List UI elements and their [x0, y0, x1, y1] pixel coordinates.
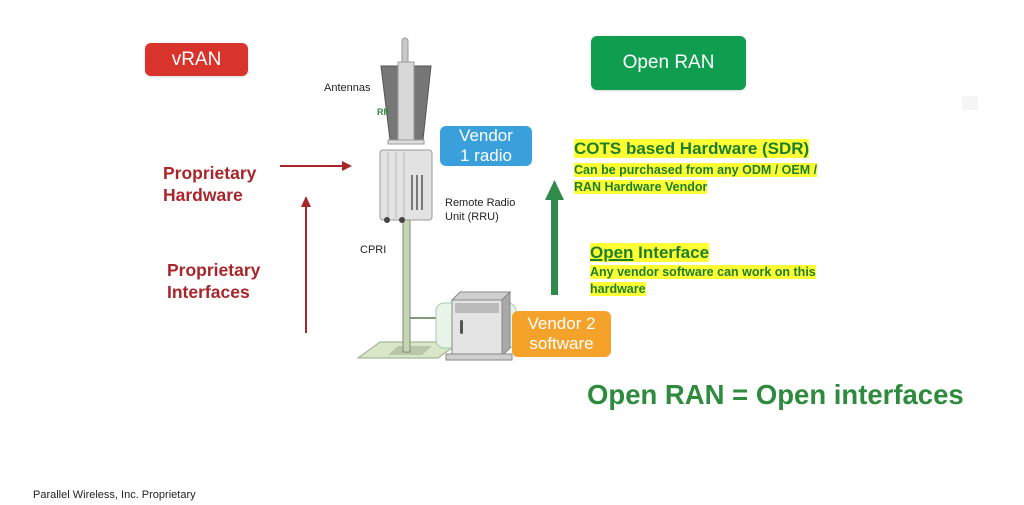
rf-label: RF — [377, 107, 389, 117]
cpri-label: CPRI — [360, 244, 387, 256]
label-line: Remote Radio — [445, 197, 516, 209]
interface-text: Interface — [633, 243, 710, 262]
label-line: software — [529, 334, 594, 353]
red-arrow-right-icon — [280, 161, 352, 171]
cots-subtitle: Can be purchased from any ODM / OEM / RA… — [574, 162, 894, 196]
label-line: Hardware — [163, 185, 243, 205]
vendor-2-software-box: Vendor 2 software — [512, 311, 611, 357]
label-line: Any vendor software can work on this — [590, 265, 816, 279]
label-line: Vendor — [459, 126, 513, 145]
open-ran-title: Open RAN — [622, 52, 715, 73]
cots-title-text: COTS based Hardware (SDR) — [574, 139, 810, 158]
label-line: hardware — [590, 282, 646, 296]
label-line: RAN Hardware Vendor — [574, 180, 708, 194]
red-arrow-up-icon — [301, 196, 311, 333]
open-ran-formula: Open RAN = Open interfaces — [587, 379, 964, 410]
label-line: Unit (RRU) — [445, 211, 499, 223]
antenna-icon — [380, 37, 432, 145]
footer-copyright: Parallel Wireless, Inc. Proprietary — [33, 489, 196, 501]
vran-title-badge: vRAN — [145, 43, 248, 76]
proprietary-hardware-label: Proprietary Hardware — [163, 162, 256, 206]
label-line: Proprietary — [167, 260, 261, 280]
rru-label: Remote Radio Unit (RRU) — [445, 196, 515, 224]
cots-title: COTS based Hardware (SDR) — [574, 139, 810, 159]
open-interface-subtitle: Any vendor software can work on this har… — [590, 264, 880, 298]
open-ran-title-badge: Open RAN — [591, 36, 746, 90]
watermark-logo-icon — [962, 96, 978, 110]
vran-title: vRAN — [171, 48, 222, 70]
proprietary-interfaces-label: Proprietary Interfaces — [167, 259, 260, 303]
label-line: Interfaces — [167, 282, 250, 302]
tower-pole-icon — [402, 219, 440, 353]
rru-icon — [379, 149, 433, 223]
green-arrow-up-icon — [545, 180, 564, 295]
open-underlined-text: Open — [590, 243, 634, 262]
label-line: Vendor 2 — [527, 314, 596, 333]
label-line: Can be purchased from any ODM / OEM / — [574, 163, 818, 177]
open-interface-title: Open Interface — [590, 243, 710, 263]
antennas-label: Antennas — [324, 82, 371, 94]
label-line: 1 radio — [460, 146, 512, 165]
label-line: Proprietary — [163, 163, 257, 183]
vendor-1-radio-box: Vendor 1 radio — [440, 126, 532, 166]
server-cabinet-icon — [435, 290, 517, 361]
